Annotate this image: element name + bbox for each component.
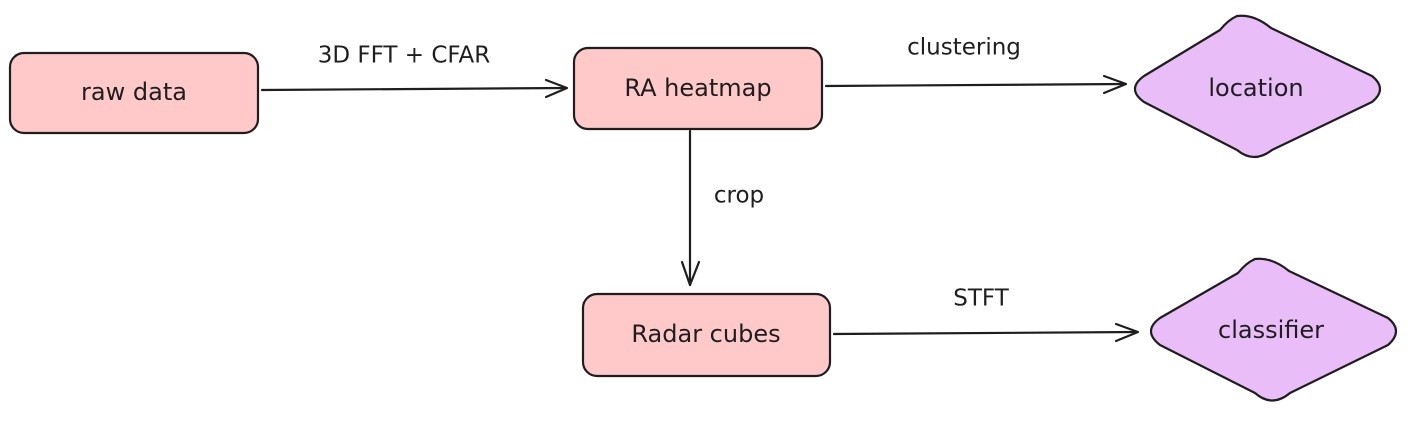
node-raw-data: raw data — [8, 51, 260, 135]
raw-data-box — [8, 51, 260, 135]
ra-heatmap-box — [572, 46, 824, 131]
node-classifier: classifier — [1149, 257, 1398, 402]
ra-heatmap-label: RA heatmap — [624, 74, 771, 102]
edge-cubes-to-classifier: STFT — [832, 286, 1140, 343]
raw-data-label: raw data — [81, 78, 187, 106]
raw-to-heatmap-arrowhead — [544, 78, 569, 99]
raw-to-heatmap-line — [260, 86, 568, 92]
crop-label: crop — [714, 183, 764, 209]
cubes-to-classifier-line — [832, 330, 1139, 336]
heatmap-to-location-arrowhead — [1102, 74, 1128, 95]
node-location: location — [1133, 14, 1382, 159]
location-diamond — [1133, 14, 1382, 159]
radar-cubes-label: Radar cubes — [631, 320, 780, 348]
node-radar-cubes: Radar cubes — [581, 292, 832, 378]
radar-cubes-box — [581, 292, 832, 378]
heatmap-to-cubes-arrowhead — [680, 260, 701, 287]
classifier-label: classifier — [1218, 316, 1324, 344]
edge-heatmap-to-cubes: crop — [680, 129, 764, 287]
location-label: location — [1208, 74, 1303, 102]
classifier-diamond — [1149, 257, 1398, 402]
stft-label: STFT — [953, 286, 1009, 312]
edge-heatmap-to-location: clustering — [824, 35, 1128, 95]
node-ra-heatmap: RA heatmap — [572, 46, 824, 131]
edge-raw-to-heatmap: 3D FFT + CFAR — [260, 43, 569, 99]
clustering-label: clustering — [907, 35, 1021, 61]
cubes-to-classifier-arrowhead — [1114, 322, 1140, 343]
fft-cfar-label: 3D FFT + CFAR — [318, 43, 491, 69]
heatmap-to-location-line — [824, 82, 1127, 88]
